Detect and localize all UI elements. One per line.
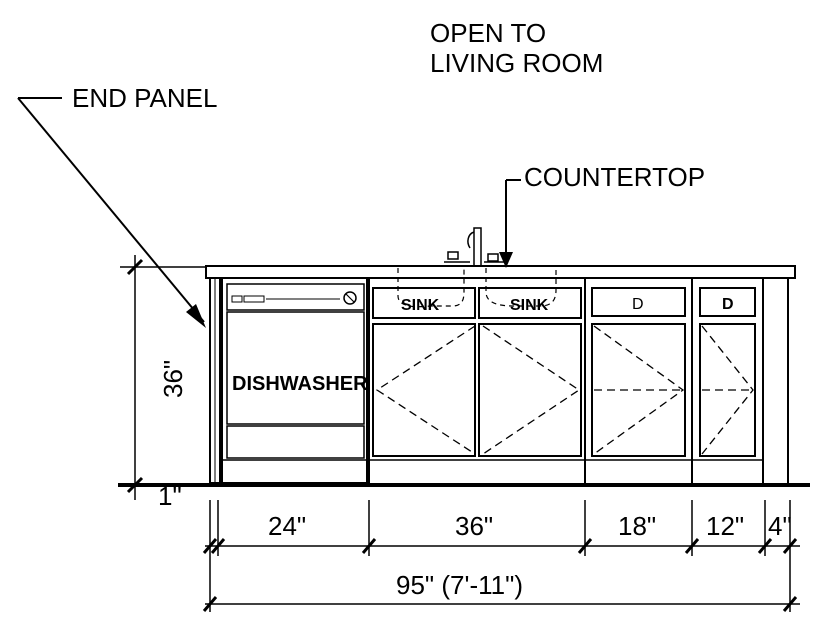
sink-cabinet: SINK SINK (372, 268, 582, 457)
cabinet-18-door (591, 323, 686, 457)
end-panel-arrow-icon (186, 304, 206, 328)
cabinet-18-drawer-label: D (632, 296, 644, 313)
dishwasher-label: DISHWASHER (232, 373, 368, 395)
open-to-label-line1: OPEN TO (430, 18, 546, 48)
cabinet-12-width-label: 12" (706, 511, 744, 541)
end-panel-label: END PANEL (72, 83, 217, 113)
overall-dimension: 95" (7'-11") (202, 570, 800, 612)
cabinet-12: D (699, 287, 756, 457)
toe-kick-dimension-label: 1" (158, 481, 182, 511)
countertop-slab (205, 265, 796, 279)
open-to-label-line2: LIVING ROOM (430, 48, 603, 78)
faucet-icon (444, 227, 504, 267)
countertop-label: COUNTERTOP (524, 162, 705, 192)
overall-width-label: 95" (7'-11") (396, 570, 523, 600)
sink-door-right (478, 323, 582, 457)
cabinet-18-width-label: 18" (618, 511, 656, 541)
dishwasher-width-label: 24" (268, 511, 306, 541)
height-dimension: 36" 1" (120, 255, 205, 511)
countertop-arrow-icon (499, 252, 513, 268)
end-panel-leader (17, 97, 206, 328)
sink-door-left (372, 323, 476, 457)
panel-4-width-label: 4" (768, 511, 792, 541)
sink-label-left: SINK (401, 297, 440, 314)
height-dimension-label: 36" (158, 360, 188, 398)
cabinet-12-drawer (699, 287, 756, 317)
sink-drawer-right (478, 287, 582, 319)
countertop-leader (499, 179, 521, 268)
sink-drawer-left (372, 287, 476, 319)
cabinet-18-drawer (591, 287, 686, 317)
cabinet-18: D (591, 287, 686, 457)
dishwasher-dial-icon (343, 291, 357, 305)
segment-dimensions: 24" 36" 18" 12" 4" (202, 500, 800, 612)
sink-width-label: 36" (455, 511, 493, 541)
cabinet-12-drawer-label: D (722, 296, 734, 313)
dishwasher: DISHWASHER (221, 277, 368, 484)
cabinet-12-door (699, 323, 756, 457)
